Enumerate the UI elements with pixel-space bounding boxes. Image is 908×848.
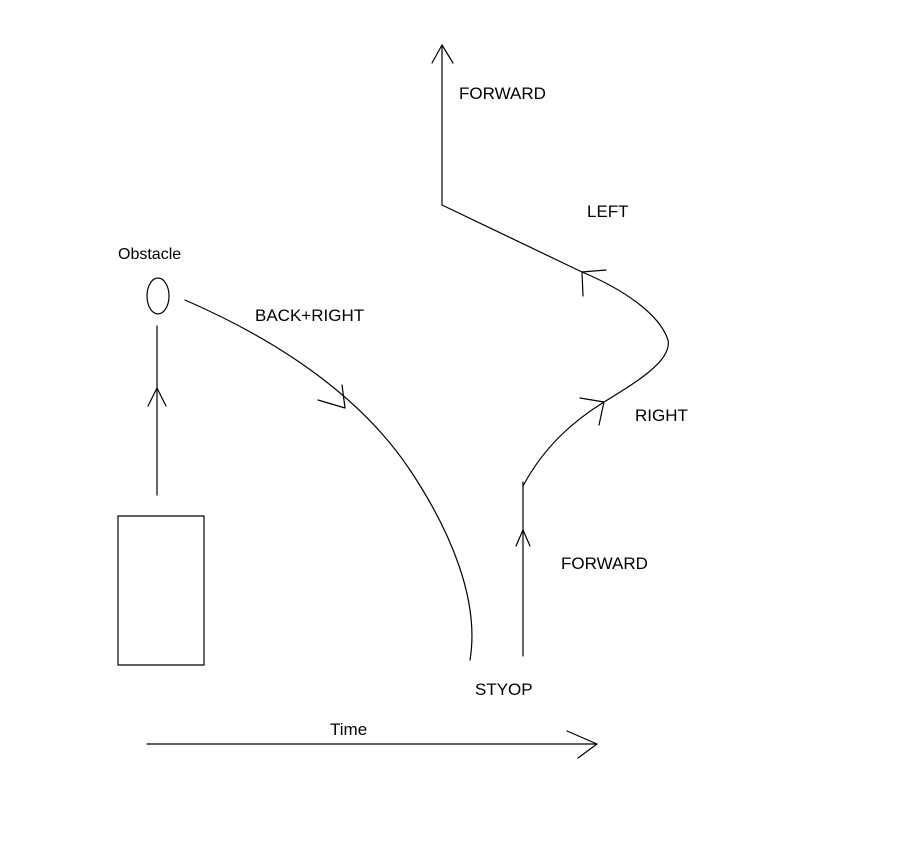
left-label: LEFT <box>587 202 629 221</box>
robot-rectangle <box>117 515 205 666</box>
right-label: RIGHT <box>635 406 688 425</box>
approach-arrow <box>147 325 167 496</box>
back-right-path <box>184 299 473 661</box>
obstacle-ellipse <box>146 277 170 315</box>
back-right-label: BACK+RIGHT <box>255 306 364 325</box>
obstacle-label: Obstacle <box>118 246 181 263</box>
right-path <box>522 339 669 487</box>
time-axis-arrow <box>146 730 598 759</box>
time-label: Time <box>330 720 367 739</box>
forward-top-label: FORWARD <box>459 84 546 103</box>
forward-bottom-arrow <box>515 481 531 657</box>
forward-top-arrow <box>431 44 454 206</box>
forward-bottom-label: FORWARD <box>561 554 648 573</box>
stop-label: STYOP <box>475 680 533 699</box>
left-path <box>441 204 669 341</box>
